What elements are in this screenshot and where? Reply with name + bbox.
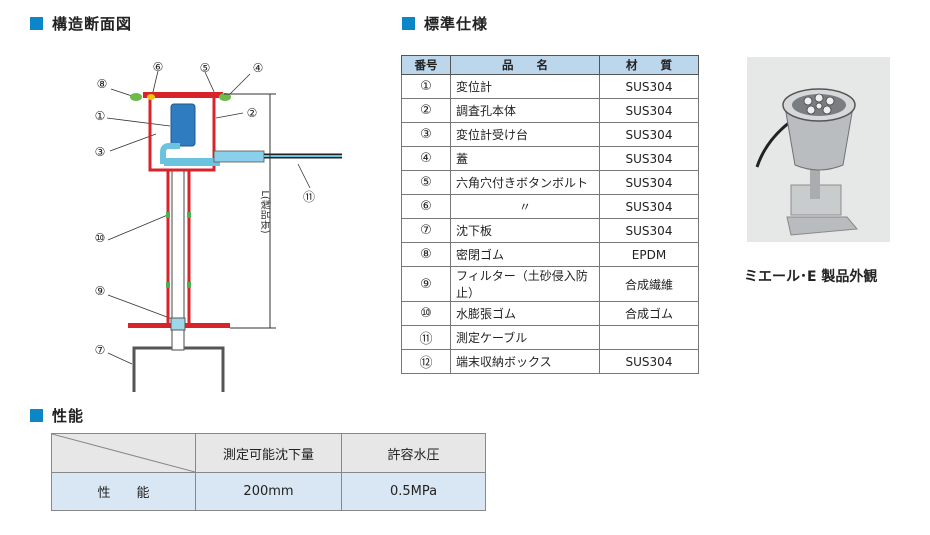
cell-number: ① — [401, 74, 451, 99]
cell-material: SUS304 — [599, 146, 699, 171]
cell-number: ④ — [401, 146, 451, 171]
cell-number: ⑦ — [401, 218, 451, 243]
section-marker — [30, 409, 43, 422]
section-title: 標準仕様 — [424, 15, 489, 33]
section-title: 構造断面図 — [52, 15, 133, 33]
callout-6: ⑥ — [153, 60, 164, 74]
row-header-performance: 性 能 — [51, 472, 196, 511]
cell-number: ⑤ — [401, 170, 451, 195]
cell-material: SUS304 — [599, 218, 699, 243]
column-header-settlement: 測定可能沈下量 — [195, 433, 342, 473]
cell-name: 変位計受け台 — [450, 122, 600, 147]
cell-material: 合成ゴム — [599, 301, 699, 326]
cell-name: 調査孔本体 — [450, 98, 600, 123]
cell-number: ⑥ — [401, 194, 451, 219]
callout-1: ① — [95, 109, 106, 123]
section-marker — [402, 17, 415, 30]
callout-9: ⑨ — [95, 284, 106, 298]
cell-number: ③ — [401, 122, 451, 147]
callout-3: ③ — [95, 145, 106, 159]
cell-number: ⑩ — [401, 301, 451, 326]
cell-name: 〃 — [450, 194, 600, 219]
performance-row: 性 能 200mm 0.5MPa — [51, 472, 486, 511]
cell-material: SUS304 — [599, 349, 699, 374]
value-water-pressure: 0.5MPa — [341, 472, 486, 511]
section-header-structure: 構造断面図 — [30, 13, 132, 34]
cell-number: ⑫ — [401, 349, 451, 374]
performance-table: 測定可能沈下量 許容水圧 性 能 200mm 0.5MPa — [51, 433, 486, 511]
displacement-gauge — [170, 103, 196, 147]
cell-material: EPDM — [599, 242, 699, 267]
callout-4: ④ — [253, 61, 264, 75]
product-photo — [747, 57, 890, 242]
cell-name: フィルター（土砂侵入防止） — [450, 266, 600, 302]
cell-material: SUS304 — [599, 170, 699, 195]
spec-table-header: 番号 品 名 材 質 — [401, 55, 699, 75]
cell-material: SUS304 — [599, 122, 699, 147]
cell-name: 変位計 — [450, 74, 600, 99]
cell-material: SUS304 — [599, 194, 699, 219]
cell-material: SUS304 — [599, 74, 699, 99]
corner-cell — [51, 433, 196, 473]
cell-name: 密閉ゴム — [450, 242, 600, 267]
cell-material — [599, 325, 699, 350]
callout-2: ② — [247, 106, 258, 120]
section-title: 性能 — [52, 407, 85, 425]
value-settlement: 200mm — [195, 472, 342, 511]
table-row: ⑥〃SUS304 — [401, 194, 699, 219]
cell-name: 測定ケーブル — [450, 325, 600, 350]
column-header-material: 材 質 — [599, 55, 699, 75]
callout-11: ⑪ — [303, 190, 315, 204]
cell-material: 合成繊維 — [599, 266, 699, 302]
performance-header-row: 測定可能沈下量 許容水圧 — [51, 433, 486, 473]
cross-section-diagram: L(製品長) ⑧ ⑥ ⑤ ④ ① ② ③ ⑪ ⑩ ⑨ ⑦ — [95, 60, 342, 392]
section-header-performance: 性能 — [30, 405, 84, 426]
cell-name: 六角穴付きボタンボルト — [450, 170, 600, 195]
cell-number: ② — [401, 98, 451, 123]
section-header-spec: 標準仕様 — [402, 13, 488, 34]
section-marker — [30, 17, 43, 30]
diagonal-divider — [52, 434, 195, 472]
callout-7: ⑦ — [95, 343, 106, 357]
cell-number: ⑨ — [401, 266, 451, 302]
length-label: L(製品長) — [259, 190, 272, 233]
callout-5: ⑤ — [200, 61, 211, 75]
column-header-number: 番号 — [401, 55, 451, 75]
cell-material: SUS304 — [599, 98, 699, 123]
callout-10: ⑩ — [95, 231, 106, 245]
cell-name: 沈下板 — [450, 218, 600, 243]
column-header-name: 品 名 — [450, 55, 600, 75]
photo-caption: ミエール･E 製品外観 — [744, 269, 878, 285]
column-header-water-pressure: 許容水圧 — [341, 433, 486, 473]
product-illustration — [747, 57, 890, 242]
cell-number: ⑧ — [401, 242, 451, 267]
cell-name: 蓋 — [450, 146, 600, 171]
callout-8: ⑧ — [97, 77, 108, 91]
cell-name: 端末収納ボックス — [450, 349, 600, 374]
cell-name: 水膨張ゴム — [450, 301, 600, 326]
cell-number: ⑪ — [401, 325, 451, 350]
